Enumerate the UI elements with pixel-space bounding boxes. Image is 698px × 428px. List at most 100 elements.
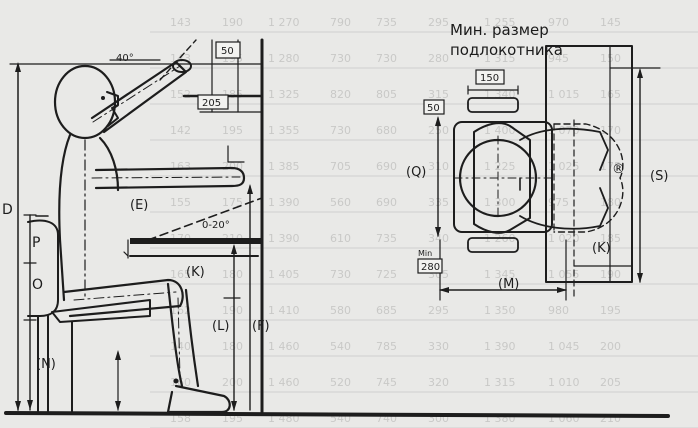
forward-arm [94,166,246,190]
ghost-table-cell: 1 325 [268,88,300,101]
chair-back [27,219,59,317]
ghost-table-cell: 142 [170,124,191,137]
ghost-table-cell: 1 460 [268,376,300,389]
desk-top [130,238,262,244]
ghost-table-cell: 195 [222,124,243,137]
ghost-table-cell: 1 390 [484,340,516,353]
ghost-table-cell: 790 [330,16,351,29]
ghost-table-cell: 1 390 [268,196,300,209]
ghost-table-cell: 1 015 [548,88,580,101]
ghost-table-cell: 610 [330,232,351,245]
torso [58,133,72,302]
shoulders-top-view [473,122,531,234]
ghost-table-cell: 1 055 [548,268,580,281]
ghost-table-cell: 1 010 [548,376,580,389]
top-desk-outline [545,45,633,283]
ghost-table-cell: 1 020 [548,232,580,245]
ghost-table-cell: 1 390 [268,232,300,245]
floor-line [4,411,670,418]
ghost-table-cell: 820 [330,88,351,101]
armrest-bottom [467,237,519,253]
ghost-table-cell: 180 [222,268,243,281]
ghost-table-cell: 685 [376,304,397,317]
label-angle-40: 40° [116,53,134,64]
label-f: (F) [252,319,270,334]
ghost-table-cell: 980 [548,304,569,317]
dim-box-280: 280 [421,262,440,273]
foot [166,384,231,414]
ghost-table-cell: 735 [376,232,397,245]
ghost-table-cell: 165 [170,268,191,281]
ghost-table-cell: 970 [548,16,569,29]
angle-line-40 [159,39,197,81]
ghost-table-cell: 725 [376,268,397,281]
ghost-table-cell: 690 [376,196,397,209]
ghost-table-cell: 1 345 [484,268,516,281]
label-o: O [32,277,43,293]
ghost-table-cell: 195 [600,304,621,317]
ghost-table-cell: 295 [428,16,449,29]
armrest-caption: Мин. размер подлокотника [450,20,620,60]
ghost-table-cell: 330 [428,340,449,353]
ghost-table-cell: 180 [222,340,243,353]
ghost-table-cell: 1 070 [548,124,580,137]
label-s: (S) [650,169,668,184]
dim-box-150: 150 [480,73,499,84]
ghost-table-cell: 560 [330,196,351,209]
label-p: P [32,235,40,251]
ghost-table-cell: 340 [428,232,449,245]
ghost-table-cell: 785 [376,340,397,353]
raised-arm [90,60,188,134]
ghost-table-cell: 945 [548,52,569,65]
label-k-side: (K) [186,265,205,280]
armrest-top [467,97,519,113]
ghost-table-cell: 155 [170,196,191,209]
label-angle-0-20: 0-20° [202,220,230,231]
ghost-table-cell: 680 [376,124,397,137]
arms-top-view [519,127,609,171]
ghost-table-cell: 805 [376,88,397,101]
caption-line-2: подлокотника [450,41,563,59]
label-m: (M) [498,277,519,292]
ghost-table-cell: 975 [548,196,569,209]
ghost-table-cell: 1 405 [268,268,300,281]
ghost-table-cell: 580 [330,304,351,317]
ghost-table-cell: 320 [428,376,449,389]
ghost-table-cell: 143 [170,16,191,29]
ghost-table-cell: 730 [376,52,397,65]
ghost-table-cell: 730 [330,52,351,65]
dim-box-50-side: 50 [221,46,234,57]
ghost-table-cell: 745 [376,376,397,389]
ghost-table-cell: 1 355 [268,124,300,137]
label-e: (E) [130,198,148,213]
ghost-table-cell: 730 [330,124,351,137]
ghost-table-cell: 1 350 [484,304,516,317]
ghost-table-cell: 1 280 [268,52,300,65]
ghost-table-cell: 1 410 [268,304,300,317]
ghost-table-cell: 1 255 [484,16,516,29]
ghost-table-cell: 205 [600,376,621,389]
thigh [62,278,184,318]
reach-area [553,123,624,233]
ghost-table-cell: 730 [330,268,351,281]
ghost-table-cell: 190 [222,304,243,317]
dim-box-205: 205 [202,98,221,109]
ghost-table-cell: 1 460 [268,340,300,353]
ghost-table-cell: 705 [330,160,351,173]
ghost-table-cell: 1 315 [484,376,516,389]
label-min: Min [418,249,432,258]
ghost-table-cell: 315 [428,88,449,101]
label-k-top: (K) [592,241,611,256]
caption-line-1: Мин. размер [450,21,549,39]
ghost-table-cell: 1 400 [484,124,516,137]
ghost-table-cell: 175 [222,196,243,209]
ghost-table-cell: 1 025 [548,160,580,173]
dim-box-50-top: 50 [427,103,440,114]
ghost-table-cell: 735 [376,16,397,29]
ghost-table-cell: 152 [170,88,191,101]
